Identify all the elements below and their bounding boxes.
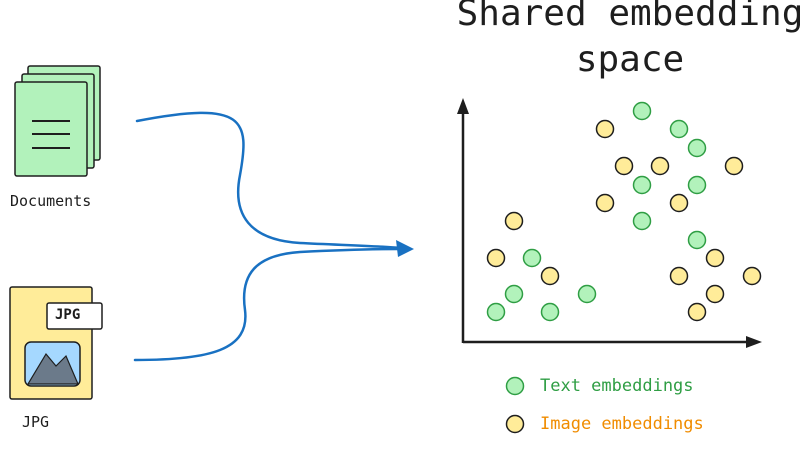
legend-text-marker [505, 376, 525, 396]
image-embedding-point [742, 266, 762, 286]
text-embedding-point [577, 284, 597, 304]
image-embedding-point [614, 156, 634, 176]
image-picture-icon [24, 341, 81, 387]
embedding-points [486, 101, 762, 322]
merge-arrows [133, 111, 402, 362]
text-embedding-point [632, 175, 652, 195]
image-embedding-point [724, 156, 744, 176]
image-embedding-point [669, 193, 689, 213]
text-embedding-point [632, 101, 652, 121]
jpg-label: JPG [22, 413, 50, 431]
image-embedding-point [687, 302, 707, 322]
image-embedding-point [595, 119, 615, 139]
legend-text-embeddings: Text embeddings [540, 376, 694, 396]
jpg-badge-text: JPG [55, 307, 81, 323]
image-embedding-point [705, 284, 725, 304]
text-embedding-point [669, 119, 689, 139]
image-embedding-point [595, 193, 615, 213]
image-embedding-point [705, 248, 725, 268]
diagram-title-line2: space [575, 39, 685, 80]
arrow-head [396, 240, 414, 257]
image-embedding-point [504, 211, 524, 231]
text-embedding-point [687, 138, 707, 158]
documents-label: Documents [10, 192, 92, 210]
text-embedding-point [540, 302, 560, 322]
image-embedding-point [486, 248, 506, 268]
text-embedding-point [522, 248, 542, 268]
diagram-title-line1: Shared embedding [456, 0, 800, 34]
legend-image-marker [505, 414, 525, 434]
text-embedding-point [687, 175, 707, 195]
image-embedding-point [650, 156, 670, 176]
text-embedding-point [486, 302, 506, 322]
image-embedding-point [540, 266, 560, 286]
text-embedding-point [687, 230, 707, 250]
axes [457, 98, 762, 348]
text-embedding-point [632, 211, 652, 231]
image-embedding-point [669, 266, 689, 286]
legend-image-embeddings: Image embeddings [540, 414, 704, 434]
documents-icon [14, 65, 101, 177]
text-embedding-point [504, 284, 524, 304]
jpg-badge [46, 302, 103, 330]
